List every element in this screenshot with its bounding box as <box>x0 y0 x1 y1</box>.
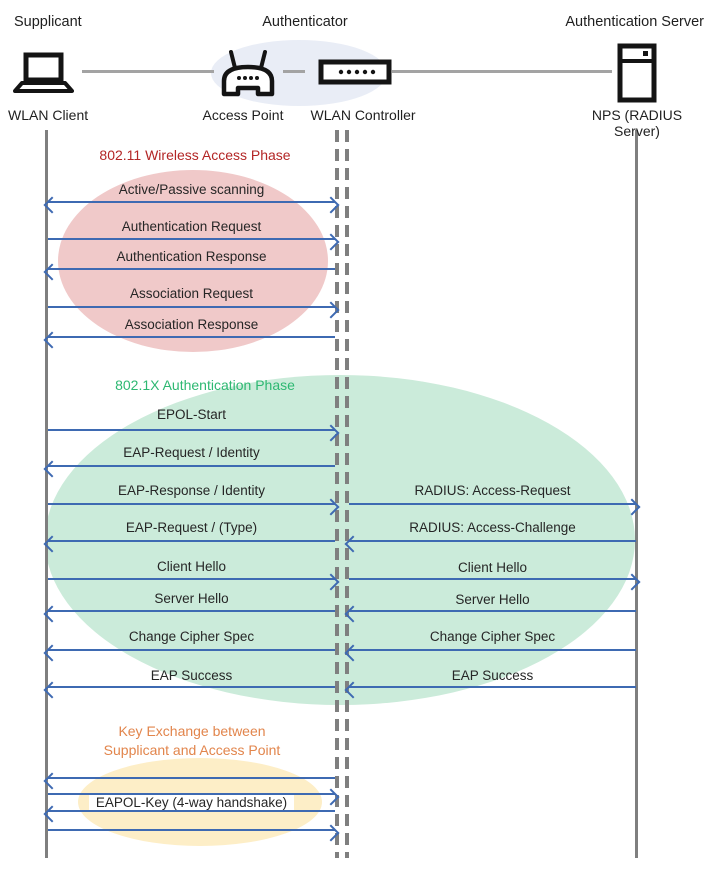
arrow-scanning <box>48 201 335 203</box>
wlan-client-lifeline <box>45 130 48 858</box>
arrow-authentication-request <box>48 238 335 240</box>
message-label: Association Request <box>129 286 254 301</box>
message-label: Authentication Response <box>116 249 267 264</box>
arrow-client-hello-left <box>48 578 335 580</box>
message-label: Change Cipher Spec <box>128 629 255 644</box>
message-label: Client Hello <box>457 560 528 575</box>
network-switch-icon <box>318 58 392 86</box>
message-label: Server Hello <box>154 591 229 606</box>
message-label: EAP-Request / Identity <box>123 445 260 460</box>
arrow-radius-access-challenge <box>349 540 636 542</box>
access-point-lifeline <box>335 130 339 858</box>
arrow-eapol-key-3 <box>48 810 335 812</box>
wlan-controller-lifeline <box>345 130 349 858</box>
access-point-icon <box>219 48 277 100</box>
message-label: RADIUS: Access-Challenge <box>409 520 576 535</box>
arrow-authentication-response <box>48 268 335 270</box>
message-label: EAPOL-Key (4-way handshake) <box>48 794 335 811</box>
connector-line <box>82 70 214 73</box>
arrow-association-request <box>48 306 335 308</box>
key-exchange-title: Key Exchange between Supplicant and Acce… <box>103 723 281 758</box>
message-label: Association Response <box>124 317 259 332</box>
laptop-icon <box>12 52 74 94</box>
message-label: Server Hello <box>455 592 530 607</box>
arrow-association-response <box>48 336 335 338</box>
arrow-change-cipher-left <box>48 649 335 651</box>
message-label: Authentication Request <box>121 219 262 234</box>
message-label: EAP Success <box>150 668 233 683</box>
connector-line <box>283 70 305 73</box>
connector-line <box>392 70 612 73</box>
message-label: Active/Passive scanning <box>118 182 265 197</box>
arrow-eap-response-identity <box>48 503 335 505</box>
arrow-radius-access-request <box>349 503 636 505</box>
authenticator-role-label: Authenticator <box>262 14 348 30</box>
message-label: EAP-Response / Identity <box>117 483 266 498</box>
nps-server-label: NPS (RADIUS Server) <box>591 107 683 139</box>
arrow-server-hello-left <box>48 610 335 612</box>
server-icon <box>616 43 658 103</box>
message-label: RADIUS: Access-Request <box>414 483 571 498</box>
arrow-eap-success-right <box>349 686 636 688</box>
arrow-eap-request-type <box>48 540 335 542</box>
wlan-client-label: WLAN Client <box>8 107 89 123</box>
arrow-eapol-key-2 <box>48 793 335 795</box>
arrow-eap-success-left <box>48 686 335 688</box>
auth-server-role-label: Authentication Server <box>565 14 704 30</box>
message-label: EPOL-Start <box>156 407 227 422</box>
message-label: EAP-Request / (Type) <box>125 520 258 535</box>
eapol-key-label: EAPOL-Key (4-way handshake) <box>88 795 295 810</box>
message-label: EAP Success <box>451 668 534 683</box>
access-point-label: Access Point <box>202 107 284 123</box>
arrow-epol-start <box>48 429 335 431</box>
radius-server-lifeline <box>635 130 638 858</box>
supplicant-role-label: Supplicant <box>14 14 82 30</box>
arrow-eapol-key-1 <box>48 777 335 779</box>
arrow-client-hello-right <box>349 578 636 580</box>
wlan-controller-label: WLAN Controller <box>310 107 416 123</box>
arrow-change-cipher-right <box>349 649 636 651</box>
arrow-server-hello-right <box>349 610 636 612</box>
message-label: Change Cipher Spec <box>429 629 556 644</box>
message-label: Client Hello <box>156 559 227 574</box>
phase-80211-title: 802.11 Wireless Access Phase <box>99 147 291 163</box>
phase-8021x-title: 802.1X Authentication Phase <box>115 377 295 393</box>
arrow-eapol-key-4 <box>48 829 335 831</box>
arrow-eap-request-identity <box>48 465 335 467</box>
